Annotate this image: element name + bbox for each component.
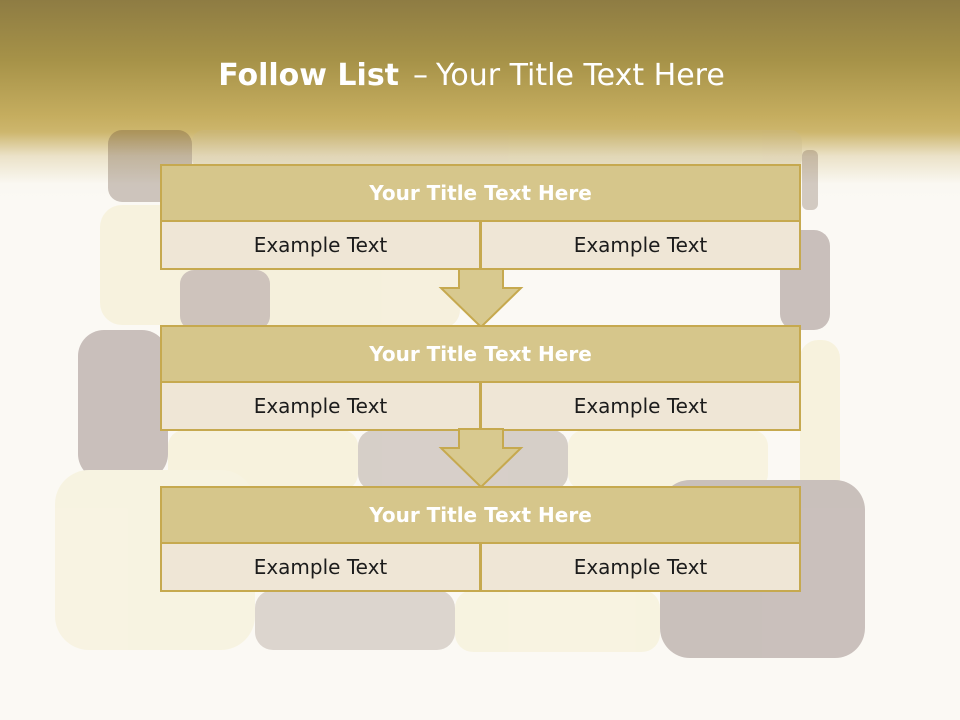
step-cell-right: Example Text xyxy=(480,220,801,270)
step-cell-left: Example Text xyxy=(160,542,481,592)
step-cell-left: Example Text xyxy=(160,381,481,431)
down-arrow-icon xyxy=(438,428,524,489)
slide-title-main: Follow List xyxy=(218,58,400,93)
step-cells: Example Text Example Text xyxy=(160,220,801,270)
slide-title-dash: – xyxy=(413,58,429,93)
slide-title-sub: Your Title Text Here xyxy=(436,58,725,93)
step-cell-right: Example Text xyxy=(480,381,801,431)
step-title: Your Title Text Here xyxy=(160,164,801,222)
step-title: Your Title Text Here xyxy=(160,325,801,383)
step-block-1: Your Title Text Here Example Text Exampl… xyxy=(160,164,801,270)
step-cells: Example Text Example Text xyxy=(160,542,801,592)
step-cell-right: Example Text xyxy=(480,542,801,592)
slide-title: Follow List–Your Title Text Here xyxy=(0,52,943,100)
step-block-2: Your Title Text Here Example Text Exampl… xyxy=(160,325,801,431)
step-cell-left: Example Text xyxy=(160,220,481,270)
step-title: Your Title Text Here xyxy=(160,486,801,544)
step-cells: Example Text Example Text xyxy=(160,381,801,431)
down-arrow-icon xyxy=(438,268,524,329)
step-block-3: Your Title Text Here Example Text Exampl… xyxy=(160,486,801,592)
